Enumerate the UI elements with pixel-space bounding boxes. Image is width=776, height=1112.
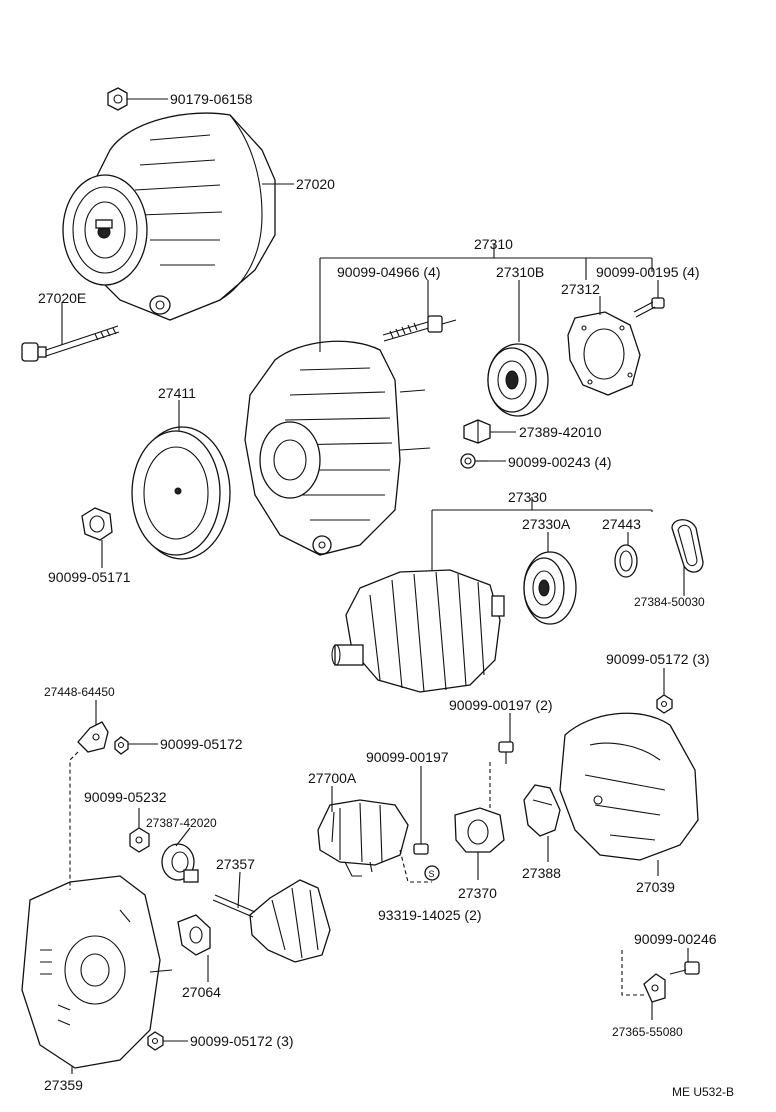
label-27411: 27411	[158, 385, 196, 401]
nut-90099-05172-3-upper	[656, 694, 673, 714]
label-90099-05172-3-upper: 90099-05172 (3)	[606, 651, 710, 667]
label-27389-42010: 27389-42010	[519, 424, 602, 440]
rectifier-end-frame-27359	[21, 875, 173, 1069]
label-27384-50030: 27384-50030	[634, 595, 705, 609]
label-27020E: 27020E	[38, 290, 86, 306]
label-27387-42020: 27387-42020	[146, 816, 217, 830]
stud-90099-04966	[382, 315, 457, 342]
label-27443: 27443	[602, 516, 641, 532]
label-27310: 27310	[474, 236, 513, 252]
svg-text:S: S	[429, 869, 435, 879]
label-27448-64450: 27448-64450	[44, 685, 115, 699]
bearing-27310B	[487, 343, 549, 417]
label-27312: 27312	[561, 281, 600, 297]
voltage-regulator-27700A	[317, 799, 409, 877]
label-27357: 27357	[216, 856, 255, 872]
label-90099-00197: 90099-00197	[366, 749, 449, 765]
label-90099-00243: 90099-00243 (4)	[508, 454, 612, 470]
gasket-27384-50030	[671, 519, 704, 573]
label-27020: 27020	[296, 176, 335, 192]
alternator-assembly-27020	[62, 112, 276, 321]
rear-end-cover-27039	[559, 712, 699, 861]
label-90099-00197-2: 90099-00197 (2)	[449, 697, 553, 713]
label-90099-05172: 90099-05172	[160, 736, 243, 752]
nut-90099-05172-3-lower	[147, 1031, 164, 1051]
label-93319-14025: 93319-14025 (2)	[378, 907, 482, 923]
label-90099-05172-3-lower: 90099-05172 (3)	[190, 1033, 294, 1049]
cap-27388	[523, 784, 561, 837]
screw-90099-00197	[413, 834, 429, 855]
label-27700A: 27700A	[308, 770, 357, 786]
label-27365-55080: 27365-55080	[612, 1025, 683, 1039]
screw-90099-00195	[633, 297, 665, 318]
pulley-27411	[131, 426, 231, 560]
washer-93319-14025: S	[424, 865, 440, 881]
label-27330: 27330	[508, 489, 547, 505]
rectifier-holder-27357	[212, 879, 331, 963]
terminal-27365-55080	[643, 973, 666, 1003]
drive-end-frame-27310	[244, 340, 431, 556]
screw-90099-00197-2	[498, 741, 514, 764]
label-27359: 27359	[44, 1077, 83, 1093]
nut-90099-05171	[81, 507, 113, 541]
rotor-27330	[331, 569, 505, 693]
cover-27443	[614, 544, 638, 578]
label-27310B: 27310B	[496, 264, 544, 280]
label-90099-05232: 90099-05232	[84, 789, 167, 805]
reference-code: ME U532-B	[672, 1085, 734, 1099]
insulator-27387-42020	[161, 843, 199, 883]
label-27370: 27370	[458, 885, 497, 901]
screw-90099-00243	[460, 453, 488, 469]
leader-lines	[61, 98, 689, 1074]
bracket-27448-64450	[77, 721, 109, 753]
label-27330A: 27330A	[522, 516, 571, 532]
brush-holder-27370	[454, 807, 505, 853]
screw-90099-00246	[669, 961, 700, 975]
label-90099-05171: 90099-05171	[48, 569, 131, 585]
nut-90099-05232	[129, 827, 150, 853]
label-90099-00195: 90099-00195 (4)	[596, 264, 700, 280]
washer-27064	[177, 914, 211, 956]
label-90099-00246: 90099-00246	[634, 931, 717, 947]
bearing-27330A	[523, 551, 577, 625]
nut-90179-06158	[107, 87, 128, 111]
label-27039: 27039	[636, 879, 675, 895]
part-labels: 90179-06158 27020 27020E 27310 90099-049…	[38, 91, 734, 1099]
label-27064: 27064	[182, 984, 221, 1000]
bolt-27020E	[21, 325, 120, 362]
retainer-plate-27312	[567, 311, 641, 396]
nut-90099-05172	[114, 736, 129, 755]
cover-27389-42010	[463, 419, 491, 444]
label-90179-06158: 90179-06158	[170, 91, 253, 107]
label-27388: 27388	[522, 865, 561, 881]
label-90099-04966: 90099-04966 (4)	[337, 264, 441, 280]
